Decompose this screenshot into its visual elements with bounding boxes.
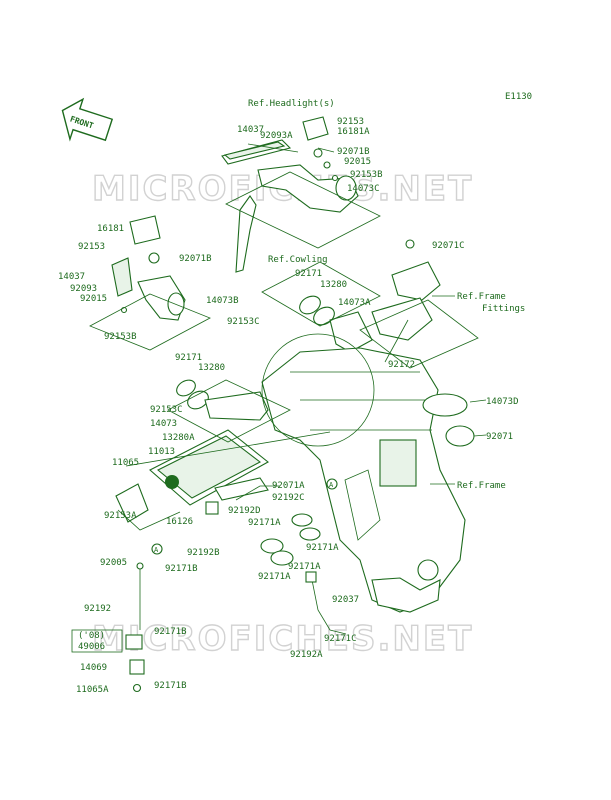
part-label: 92153A	[104, 511, 137, 521]
part-label: 92192D	[228, 506, 261, 516]
part-label: 92171A	[258, 572, 291, 582]
leader-lines	[89, 143, 487, 531]
part-label: 92171A	[306, 543, 339, 553]
part-label: 92071B	[337, 147, 370, 157]
part-label: 92192A	[290, 650, 323, 660]
part-label: 13280A	[162, 433, 195, 443]
part-label: 92171A	[288, 562, 321, 572]
part-label: 92071C	[432, 241, 465, 251]
part-label: 92093	[70, 284, 97, 294]
part-label: 14073	[150, 419, 177, 429]
part-label: 92171	[295, 269, 322, 279]
part-label: 11065	[112, 458, 139, 468]
part-label: 92172	[388, 360, 415, 370]
front-arrow-icon: FRONT	[61, 97, 114, 142]
part-label: 14037	[58, 272, 85, 282]
part-label: 92071	[486, 432, 513, 442]
part-label: 92015	[344, 157, 371, 167]
part-label: 16181	[97, 224, 124, 234]
part-label: 92153C	[150, 405, 183, 415]
frame-engine-block	[261, 333, 475, 613]
part-label: 92192B	[187, 548, 220, 558]
watermark-bottom: MICROFICHES.NET	[92, 619, 473, 659]
part-label: 92015	[80, 294, 107, 304]
headlight-bracket-group	[221, 116, 359, 273]
part-label: 92071A	[272, 481, 305, 491]
part-label: 92171C	[324, 634, 357, 644]
hose-clamps-group	[125, 485, 347, 693]
part-label: 92153B	[104, 332, 137, 342]
part-label: 16181A	[337, 127, 370, 137]
part-label: 14073D	[486, 397, 519, 407]
part-label: 92153	[78, 242, 105, 252]
part-label: 14073B	[206, 296, 239, 306]
marker-circle-a	[326, 478, 338, 490]
model-year-box	[71, 629, 123, 653]
part-label: 14069	[80, 663, 107, 673]
ref-frame-1: Ref.Frame	[457, 292, 506, 302]
ref-frame-2: Ref.Frame	[457, 481, 506, 491]
frame-fitting-group	[371, 239, 441, 341]
model-year-label: ('08)	[78, 631, 105, 641]
ref-cowling: Ref.Cowling	[268, 255, 328, 265]
diagram-code: E1130	[505, 92, 532, 102]
part-label: 16126	[166, 517, 193, 527]
part-label: 92071B	[179, 254, 212, 264]
part-label: 92005	[100, 558, 127, 568]
part-label: 92153	[337, 117, 364, 127]
part-label: 92192C	[272, 493, 305, 503]
part-label: 49006	[78, 642, 105, 652]
air-filter-group	[115, 429, 269, 523]
part-number-labels: 14037 92093A 92153 16181A 92071B 92015 9…	[58, 117, 519, 695]
marker-a-label-2: A	[154, 546, 159, 554]
part-label: 11013	[148, 447, 175, 457]
part-label: 13280	[320, 280, 347, 290]
marker-circle-a-2	[151, 543, 163, 555]
part-label: 13280	[198, 363, 225, 373]
part-label: 14037	[237, 125, 264, 135]
part-label: 92171B	[154, 681, 187, 691]
part-label: 92171	[175, 353, 202, 363]
part-label: 92153B	[350, 170, 383, 180]
ref-frame-fittings: Fittings	[482, 304, 525, 314]
ref-headlight: Ref.Headlight(s)	[248, 99, 335, 109]
part-label: 14073A	[338, 298, 371, 308]
part-label: 92153C	[227, 317, 260, 327]
part-label: 92171B	[154, 627, 187, 637]
part-label: 92192	[84, 604, 111, 614]
duct-clamps-group	[176, 295, 373, 421]
marker-a-label: A	[329, 481, 334, 489]
part-label: 14073C	[347, 184, 380, 194]
part-label: 11065A	[76, 685, 109, 695]
part-label: 92171B	[165, 564, 198, 574]
part-label: 92093A	[260, 131, 293, 141]
part-label: 92171A	[248, 518, 281, 528]
part-label: 92037	[332, 595, 359, 605]
